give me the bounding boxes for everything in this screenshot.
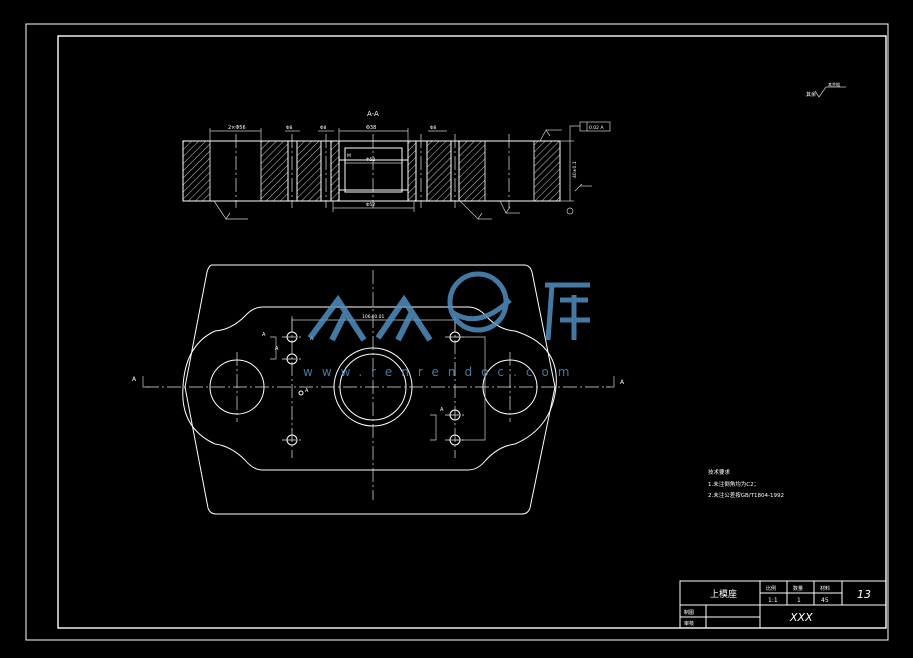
dim-top-mid-left2: Φ8 [320, 125, 327, 131]
svg-text:其余: 其余 [806, 91, 816, 98]
plan-mark-3: A [275, 346, 279, 352]
outer-border [25, 23, 889, 641]
dim-inner-label: M [347, 153, 351, 159]
scale-value: 1:1 [768, 597, 778, 604]
plan-mark-5: A [305, 388, 309, 394]
dim-bottom-center: Φ52 [366, 202, 375, 208]
tech-title: 技术要求 [708, 468, 731, 476]
tech-requirements: 技术要求 1.未注倒角均为C2； 2.未注公差按GB/T1804-1992 [708, 468, 784, 499]
dim-top-right: Φ8 [430, 125, 437, 131]
dim-top-mid-left: Φ8 [286, 125, 293, 131]
view-marker-right: A [620, 379, 625, 386]
sheet-number: 13 [857, 588, 871, 601]
col-qty-label: 数量 [793, 585, 803, 592]
qty-value: 1 [797, 597, 801, 604]
material-value: 45 [821, 597, 829, 604]
inner-border [57, 35, 887, 629]
plan-view: 106±0.01 A A A A A A A [132, 264, 625, 515]
plan-mark-4: A [440, 407, 444, 413]
plan-mark-1: A [262, 332, 266, 338]
dim-top-center: Φ38 [366, 125, 376, 131]
tech-line-2: 2.未注公差按GB/T1804-1992 [708, 491, 784, 499]
view-marker-left: A [132, 376, 137, 383]
dim-top-left: 2×Φ56 [228, 125, 246, 131]
gtol-frame: 0.02 A [589, 125, 604, 131]
section-label: A-A [367, 110, 379, 118]
col-scale-label: 比例 [766, 585, 776, 592]
dim-thickness: 40±0.1 [572, 161, 578, 178]
part-name: 上模座 [710, 588, 737, 600]
school-name: XXX [789, 611, 813, 624]
svg-text:www.renrendoc.com: www.renrendoc.com [303, 365, 578, 379]
drawn-label: 制图 [684, 609, 694, 616]
dim-inner-top: Φ52 [366, 157, 375, 163]
section-view: A-A 2×Φ56 Φ8 [182, 110, 611, 220]
svg-text:其余粗: 其余粗 [828, 81, 840, 87]
title-block: 上模座 比例 数量 材料 1:1 1 45 13 制图 审核 XXX [679, 580, 887, 629]
roughness-note: 其余 其余粗 [806, 81, 846, 98]
dim-plan-width: 106±0.01 [362, 314, 385, 320]
check-label: 审核 [684, 620, 694, 627]
col-material-label: 材料 [820, 585, 830, 592]
watermark-logo: www.renrendoc.com [303, 271, 590, 379]
tech-line-1: 1.未注倒角均为C2； [708, 480, 759, 488]
